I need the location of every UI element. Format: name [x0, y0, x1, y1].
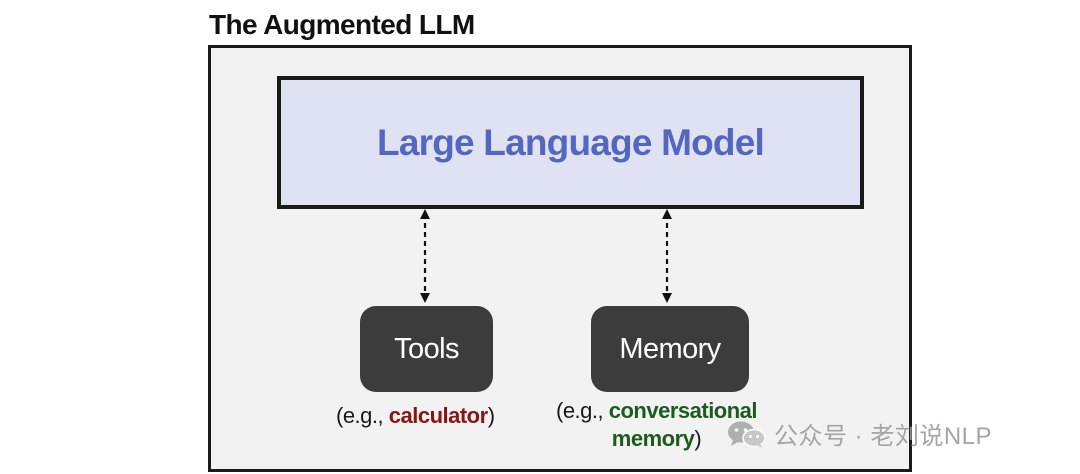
- memory-label: Memory: [619, 332, 721, 365]
- llm-label: Large Language Model: [377, 121, 765, 163]
- memory-caption-line1: (e.g., conversational: [556, 397, 758, 425]
- memory-caption: (e.g., conversational memory): [556, 397, 758, 453]
- tools-caption-prefix: (e.g.,: [336, 403, 389, 428]
- llm-box: Large Language Model: [277, 76, 864, 209]
- wechat-icon: [728, 421, 766, 448]
- tools-label: Tools: [394, 332, 459, 365]
- watermark: 公众号 · 老刘说NLP: [726, 416, 992, 451]
- memory-node: Memory: [591, 306, 749, 392]
- memory-caption-example-line1: conversational: [608, 398, 758, 423]
- memory-caption-prefix: (e.g.,: [556, 398, 609, 423]
- diagram-title: The Augmented LLM: [209, 9, 475, 40]
- watermark-text: 公众号 · 老刘说NLP: [774, 423, 993, 450]
- tools-caption: (e.g., calculator): [336, 402, 495, 430]
- memory-caption-suffix: ): [694, 426, 702, 451]
- tools-caption-suffix: ): [487, 403, 495, 428]
- tools-node: Tools: [360, 306, 493, 392]
- memory-caption-example-line2: memory: [611, 426, 695, 451]
- memory-caption-line2: memory): [556, 425, 757, 453]
- tools-caption-example: calculator: [388, 403, 488, 428]
